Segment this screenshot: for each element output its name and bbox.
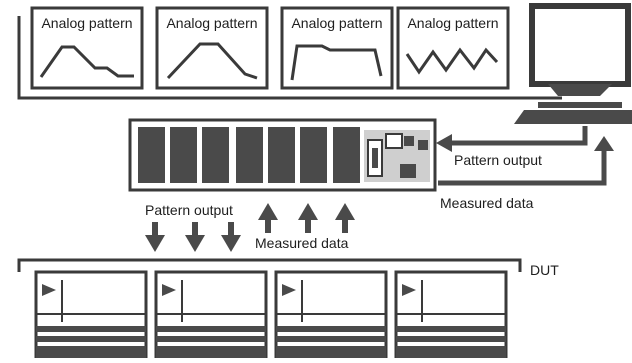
dut-board — [274, 270, 388, 360]
analog-pattern-label: Analog pattern — [41, 15, 132, 31]
dut-label: DUT — [530, 262, 559, 278]
analog-pattern-panel: Analog pattern — [396, 6, 510, 90]
dut-bracket — [17, 258, 522, 272]
analog-pattern-panel: Analog pattern — [155, 6, 269, 90]
up-arrow-icon — [258, 203, 278, 233]
pattern-output-label-right: Pattern output — [454, 152, 542, 168]
dut-board — [154, 270, 268, 360]
tester-card — [138, 127, 165, 183]
test-system-rack — [128, 118, 437, 192]
analog-pattern-panel: Analog pattern — [280, 6, 394, 90]
down-arrow-icon — [145, 222, 165, 252]
tester-card — [202, 127, 229, 183]
computer-icon — [514, 3, 632, 124]
pattern-output-arrow — [436, 126, 588, 152]
tester-card — [268, 127, 295, 183]
pattern-bracket — [17, 16, 562, 100]
analog-waveform — [405, 47, 499, 75]
up-arrow-icon — [298, 203, 318, 233]
analog-pattern-label: Analog pattern — [166, 15, 257, 31]
down-arrow-icon — [185, 222, 205, 252]
up-arrow-icon — [335, 203, 355, 233]
analog-waveform — [39, 45, 134, 78]
analog-waveform — [166, 42, 258, 80]
measured-data-arrow — [438, 136, 614, 186]
analog-pattern-panel: Analog pattern — [30, 6, 144, 90]
analog-pattern-label: Analog pattern — [291, 15, 382, 31]
measured-data-label-right: Measured data — [440, 195, 534, 211]
controller-module — [364, 130, 430, 182]
tester-card — [170, 127, 197, 183]
measured-data-label-center: Measured data — [255, 235, 349, 251]
analog-pattern-label: Analog pattern — [407, 15, 498, 31]
dut-board — [394, 270, 508, 360]
tester-card — [333, 127, 360, 183]
down-arrow-icon — [221, 222, 241, 252]
dut-board — [34, 270, 148, 360]
pattern-output-label-left: Pattern output — [145, 202, 233, 218]
tester-card — [236, 127, 263, 183]
tester-card — [300, 127, 327, 183]
analog-waveform — [290, 44, 383, 81]
